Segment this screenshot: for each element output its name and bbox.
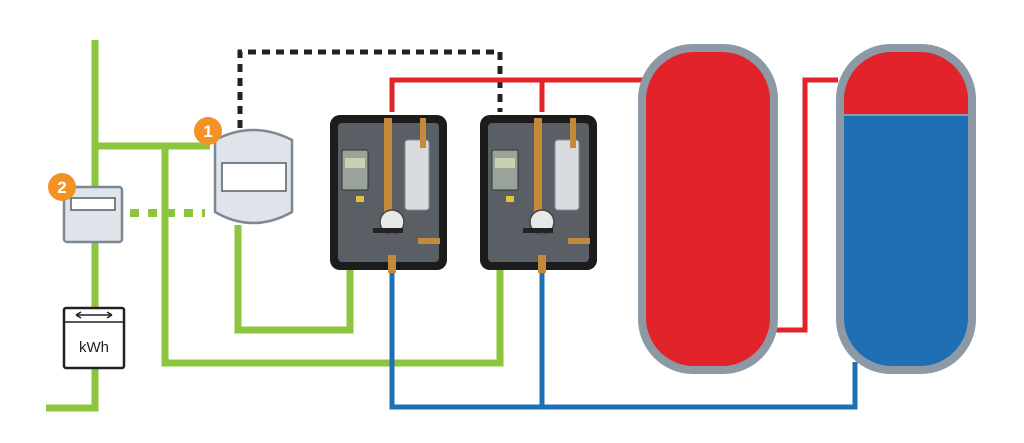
hot-water-pipes xyxy=(389,77,838,333)
heat-exchanger xyxy=(554,139,580,211)
station-controller-display xyxy=(491,149,519,191)
cold-return-pipe xyxy=(389,272,858,410)
smart-meter-badge: 2 xyxy=(48,173,76,201)
station-supply-line xyxy=(161,146,504,367)
hot-supply-pipe xyxy=(389,77,645,112)
smart-meter-icon xyxy=(62,185,124,244)
controller-station-line xyxy=(234,225,354,334)
mains-supply-line xyxy=(46,40,99,412)
station-controller-display xyxy=(341,149,369,191)
fresh-water-station-left xyxy=(330,115,447,273)
electric-wiring xyxy=(46,40,504,412)
storage-tank-right xyxy=(836,44,976,374)
controller-badge: 1 xyxy=(194,117,222,145)
cold-water-pipes xyxy=(389,272,858,410)
fresh-water-station-right xyxy=(480,115,597,273)
energy-meter-label: kWh xyxy=(79,339,109,356)
tank-hot-zone xyxy=(646,52,770,366)
tank-link-pipe-bottom xyxy=(775,77,838,333)
heat-exchanger xyxy=(404,139,430,211)
controller-badge-number: 1 xyxy=(203,122,212,141)
controller-box-icon xyxy=(213,128,294,225)
tank-hot-zone xyxy=(844,52,968,115)
energy-meter-icon: kWh xyxy=(62,306,126,370)
smart-meter-badge-number: 2 xyxy=(57,178,66,197)
buffer-tank-left xyxy=(638,44,778,374)
